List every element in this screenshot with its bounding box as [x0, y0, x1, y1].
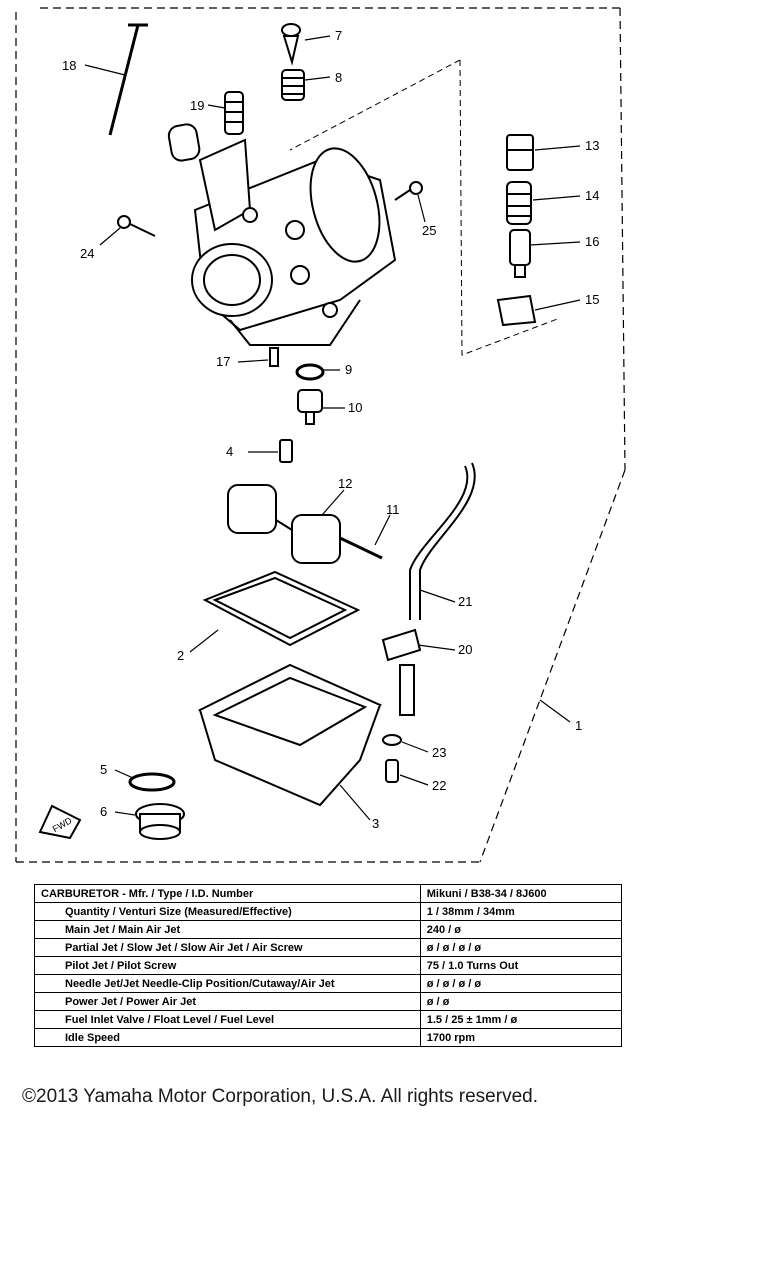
spec-label: Fuel Inlet Valve / Float Level / Fuel Le…	[34, 1010, 421, 1029]
screw-24	[117, 215, 156, 237]
carburetor-body	[167, 123, 397, 346]
spec-value: ø / ø	[419, 992, 623, 1011]
spec-value: Mikuni / B38-34 / 8J600	[419, 884, 623, 903]
main-jet-4	[279, 439, 293, 463]
spec-label: CARBURETOR - Mfr. / Type / I.D. Number	[34, 884, 421, 903]
screw-22	[385, 759, 399, 783]
callout-17: 17	[216, 354, 230, 369]
callout-12: 12	[338, 476, 352, 491]
callout-9: 9	[345, 362, 352, 377]
callout-4: 4	[226, 444, 233, 459]
callout-2: 2	[177, 648, 184, 663]
spec-row: Power Jet / Power Air Jet ø / ø	[34, 992, 623, 1011]
part-17	[269, 347, 279, 367]
float-12	[227, 484, 341, 564]
spec-value: 1.5 / 25 ± 1mm / ø	[419, 1010, 623, 1029]
hose-21	[409, 462, 476, 620]
spec-value: 75 / 1.0 Turns Out	[419, 956, 623, 975]
spec-value: ø / ø / ø / ø	[419, 974, 623, 993]
gasket-2	[202, 570, 361, 647]
spec-row: Partial Jet / Slow Jet / Slow Air Jet / …	[34, 938, 623, 957]
spring-8	[281, 69, 305, 101]
exploded-parts-diagram: FWD 7 8 18 19 13 14 16 15 24 25 17 9 10 …	[15, 7, 626, 863]
callout-18: 18	[62, 58, 76, 73]
callout-14: 14	[585, 188, 599, 203]
callout-3: 3	[372, 816, 379, 831]
washer-23	[382, 734, 402, 746]
spec-label: Quantity / Venturi Size (Measured/Effect…	[34, 902, 421, 921]
o-ring-5	[128, 772, 176, 792]
spec-label: Power Jet / Power Air Jet	[34, 992, 421, 1011]
sub-assembly-panel	[289, 59, 561, 356]
callout-7: 7	[335, 28, 342, 43]
callout-6: 6	[100, 804, 107, 819]
spec-label: Main Jet / Main Air Jet	[34, 920, 421, 939]
callout-19: 19	[190, 98, 204, 113]
spec-row: Fuel Inlet Valve / Float Level / Fuel Le…	[34, 1010, 623, 1029]
spec-label: Pilot Jet / Pilot Screw	[34, 956, 421, 975]
float-bowl-3	[197, 663, 383, 807]
fitting-13	[506, 134, 534, 171]
callout-13: 13	[585, 138, 599, 153]
plate-20	[381, 628, 422, 716]
callout-23: 23	[432, 745, 446, 760]
callout-5: 5	[100, 762, 107, 777]
spec-row: Needle Jet/Jet Needle-Clip Position/Cuta…	[34, 974, 623, 993]
spec-row: Idle Speed 1700 rpm	[34, 1028, 623, 1047]
callout-10: 10	[348, 400, 362, 415]
spring-14	[506, 181, 532, 225]
plate-15	[496, 294, 537, 327]
spec-row: CARBURETOR - Mfr. / Type / I.D. Number M…	[34, 884, 623, 903]
spec-row: Main Jet / Main Air Jet 240 / ø	[34, 920, 623, 939]
spec-label: Partial Jet / Slow Jet / Slow Air Jet / …	[34, 938, 421, 957]
callout-16: 16	[585, 234, 599, 249]
carburetor-spec-table: CARBURETOR - Mfr. / Type / I.D. Number M…	[34, 884, 623, 1047]
assembly-boundary	[15, 7, 626, 863]
spec-value: ø / ø / ø / ø	[419, 938, 623, 957]
fwd-arrow-icon	[38, 804, 82, 840]
drain-plug-6	[135, 803, 185, 840]
washer-9	[295, 363, 325, 381]
pin-11	[339, 536, 383, 560]
spec-value: 1700 rpm	[419, 1028, 623, 1047]
needle-jet-10	[297, 389, 323, 425]
callout-1: 1	[575, 718, 582, 733]
spec-row: Quantity / Venturi Size (Measured/Effect…	[34, 902, 623, 921]
screw-25	[394, 181, 423, 201]
spec-value: 1 / 38mm / 34mm	[419, 902, 623, 921]
valve-16	[509, 229, 531, 278]
spring-19	[224, 91, 244, 135]
spec-label: Needle Jet/Jet Needle-Clip Position/Cuta…	[34, 974, 421, 993]
callout-21: 21	[458, 594, 472, 609]
copyright-notice: ©2013 Yamaha Motor Corporation, U.S.A. A…	[22, 1086, 538, 1107]
leader-lines	[84, 35, 581, 821]
callout-25: 25	[422, 223, 436, 238]
callout-20: 20	[458, 642, 472, 657]
spec-value: 240 / ø	[419, 920, 623, 939]
spec-label: Idle Speed	[34, 1028, 421, 1047]
callout-24: 24	[80, 246, 94, 261]
callout-8: 8	[335, 70, 342, 85]
callout-11: 11	[386, 502, 400, 517]
callout-15: 15	[585, 292, 599, 307]
screw-7	[281, 23, 301, 66]
screw-18	[108, 23, 148, 136]
spec-row: Pilot Jet / Pilot Screw 75 / 1.0 Turns O…	[34, 956, 623, 975]
callout-22: 22	[432, 778, 446, 793]
